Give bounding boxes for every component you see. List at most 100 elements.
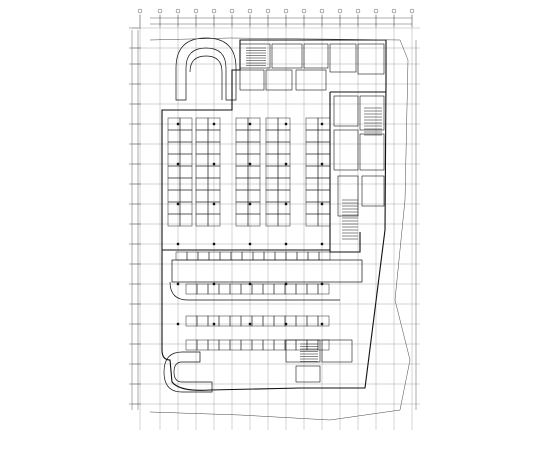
axis-bubble	[319, 8, 325, 14]
parking-stall	[167, 165, 181, 179]
structural-column	[320, 162, 324, 166]
parking-stall	[185, 339, 198, 351]
parking-stall	[317, 153, 331, 167]
axis-bubble	[211, 8, 217, 14]
parking-stall	[305, 189, 319, 203]
parking-stall	[262, 339, 275, 351]
parking-stall	[317, 283, 330, 295]
parking-stall	[277, 213, 291, 227]
parking-stall	[277, 165, 291, 179]
structural-column	[284, 162, 288, 166]
axis-bubble	[337, 8, 343, 14]
parking-stall	[317, 201, 331, 215]
parking-stall	[186, 251, 199, 261]
parking-stall	[265, 165, 279, 179]
equipment-room	[333, 95, 359, 127]
parking-stall	[277, 189, 291, 203]
parking-stall	[317, 213, 331, 227]
ramp-outlines	[163, 37, 363, 393]
parking-stall	[219, 251, 232, 261]
dimension-lines	[129, 8, 417, 410]
axis-bubble	[175, 8, 181, 14]
equipment-room	[329, 43, 357, 73]
equipment-room	[265, 69, 293, 91]
parking-stall	[247, 165, 261, 179]
equipment-room	[333, 129, 359, 171]
parking-stall	[295, 339, 308, 351]
axis-bubble	[193, 8, 199, 14]
parking-stall	[251, 315, 264, 327]
parking-stall	[295, 315, 308, 327]
parking-stall	[195, 129, 209, 143]
parking-stall	[218, 339, 231, 351]
parking-stall	[207, 283, 220, 295]
parking-stall	[317, 165, 331, 179]
parking-stall	[235, 189, 249, 203]
equipment-room	[359, 133, 385, 171]
parking-stall	[262, 283, 275, 295]
structural-column	[212, 202, 216, 206]
parking-stall	[285, 251, 298, 261]
axis-bubble	[157, 8, 163, 14]
structural-column	[248, 162, 252, 166]
axis-bubble	[137, 8, 143, 14]
structural-column	[176, 162, 180, 166]
axis-bubble	[301, 8, 307, 14]
exit-ramp	[163, 351, 213, 393]
parking-stall	[229, 339, 242, 351]
structural-column	[320, 122, 324, 126]
building-outline	[161, 39, 387, 391]
parking-stall	[167, 129, 181, 143]
parking-stall	[218, 283, 231, 295]
parking-stall	[305, 129, 319, 143]
structural-column	[320, 282, 324, 286]
equipment-room	[321, 339, 353, 363]
structural-column	[212, 122, 216, 126]
parking-stall	[235, 213, 249, 227]
parking-stall	[247, 129, 261, 143]
parking-stall	[284, 283, 297, 295]
parking-stall	[265, 189, 279, 203]
parking-stall	[207, 339, 220, 351]
parking-stall	[263, 251, 276, 261]
parking-stall	[185, 315, 198, 327]
parking-stall	[195, 201, 209, 215]
parking-stall	[284, 339, 297, 351]
axis-grid-lines	[132, 14, 420, 430]
structural-column	[176, 282, 180, 286]
structural-column	[176, 242, 180, 246]
parking-stall	[175, 251, 188, 261]
parking-stall	[305, 141, 319, 155]
entrance-ramp	[175, 37, 237, 101]
parking-stall	[185, 283, 198, 295]
equipment-room	[295, 365, 321, 383]
parking-stall	[273, 283, 286, 295]
structural-column	[320, 322, 324, 326]
parking-stall	[167, 213, 181, 227]
parking-stall	[306, 315, 319, 327]
building-wall	[329, 92, 361, 253]
parking-stall	[277, 141, 291, 155]
structural-column	[176, 202, 180, 206]
parking-stalls	[167, 117, 331, 351]
parking-stall	[305, 201, 319, 215]
equipment-room	[295, 69, 327, 91]
parking-stall	[251, 339, 264, 351]
parking-stall	[317, 339, 330, 351]
parking-stall	[207, 213, 221, 227]
driving-aisle	[169, 281, 340, 301]
structural-column	[284, 122, 288, 126]
parking-stall	[265, 129, 279, 143]
parking-stall	[195, 189, 209, 203]
parking-stall	[317, 129, 331, 143]
parking-stall	[306, 283, 319, 295]
parking-stall	[277, 201, 291, 215]
parking-stall	[252, 251, 265, 261]
axis-bubble	[229, 8, 235, 14]
parking-stall	[274, 251, 287, 261]
axis-bubble	[247, 8, 253, 14]
structural-column	[212, 242, 216, 246]
structural-column	[248, 122, 252, 126]
parking-stall	[277, 153, 291, 167]
parking-stall	[179, 213, 193, 227]
